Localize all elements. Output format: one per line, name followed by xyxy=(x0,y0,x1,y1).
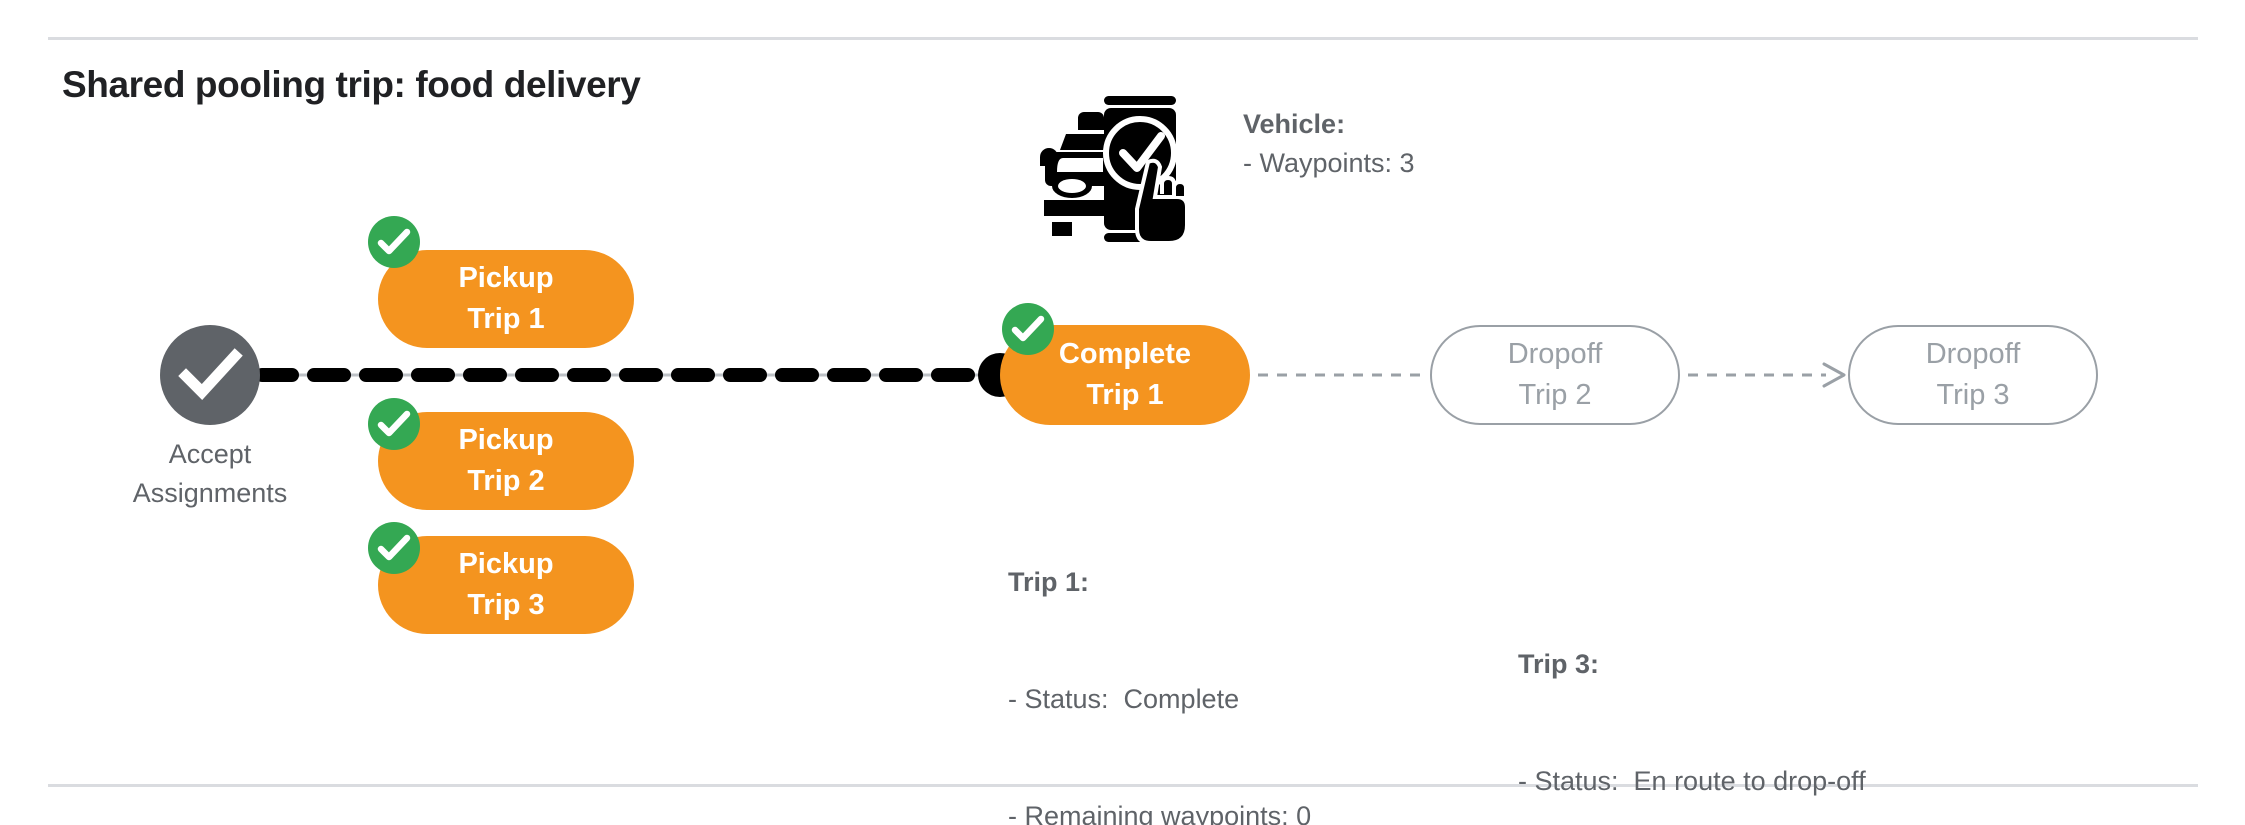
node-dropoff-trip-3[interactable]: Dropoff Trip 3 xyxy=(1848,325,2098,425)
trip-1-status: - Status: Complete xyxy=(1008,684,1240,714)
node-dropoff-trip-3-line2: Trip 3 xyxy=(1936,379,2010,411)
accept-label-line1: Accept xyxy=(168,439,252,469)
node-dropoff-trip-2[interactable]: Dropoff Trip 2 xyxy=(1430,325,1680,425)
trip-3-status: - Status: En route to drop-off xyxy=(1518,766,1866,796)
bottom-divider xyxy=(48,784,2198,787)
trip-3-heading: Trip 3: xyxy=(1518,649,1600,679)
trip-1-waypoints: - Remaining waypoints: 0 xyxy=(1008,801,1312,825)
node-pickup-trip-3-line2: Trip 3 xyxy=(467,589,545,621)
node-pickup-trip-1-line1: Pickup xyxy=(458,262,554,294)
trip-details-left: Trip 1: - Status: Complete - Remaining w… xyxy=(1008,485,1356,825)
node-pickup-trip-2[interactable]: Pickup Trip 2 xyxy=(378,412,634,510)
node-dropoff-trip-2-line2: Trip 2 xyxy=(1518,379,1592,411)
node-complete-trip-1-line1: Complete xyxy=(1058,338,1192,370)
page-title: Shared pooling trip: food delivery xyxy=(62,64,641,105)
node-dropoff-trip-3-line1: Dropoff xyxy=(1925,338,2021,370)
node-pickup-trip-3[interactable]: Pickup Trip 3 xyxy=(378,536,634,634)
node-pickup-trip-1-line2: Trip 1 xyxy=(467,303,545,335)
trip-details-right: Trip 3: - Status: En route to drop-off -… xyxy=(1518,567,1866,825)
top-divider xyxy=(48,37,2198,40)
accept-label-line2: Assignments xyxy=(132,478,288,508)
check-badge-icon-complete-1 xyxy=(1002,303,1054,355)
trip-1-heading: Trip 1: xyxy=(1008,567,1090,597)
vehicle-legend: Vehicle: - Waypoints: 3 xyxy=(1243,105,1415,183)
node-pickup-trip-2-line2: Trip 2 xyxy=(467,465,545,497)
car-phone-check-icon xyxy=(1030,90,1205,245)
node-pickup-trip-2-line1: Pickup xyxy=(458,424,554,456)
check-badge-icon-pickup-3 xyxy=(368,522,420,574)
vehicle-waypoints: - Waypoints: 3 xyxy=(1243,148,1415,178)
node-dropoff-trip-2-line1: Dropoff xyxy=(1507,338,1603,370)
node-pickup-trip-1[interactable]: Pickup Trip 1 xyxy=(378,250,634,348)
check-badge-icon-pickup-2 xyxy=(368,398,420,450)
accept-assignments-node[interactable]: Accept Assignments xyxy=(133,325,287,508)
node-pickup-trip-3-line1: Pickup xyxy=(458,548,554,580)
check-badge-icon-pickup-1 xyxy=(368,216,420,268)
accept-assignments-label: Accept Assignments xyxy=(100,435,320,513)
vehicle-heading: Vehicle: xyxy=(1243,109,1346,139)
node-complete-trip-1-line2: Trip 1 xyxy=(1086,379,1164,411)
check-circle-icon xyxy=(160,325,260,425)
